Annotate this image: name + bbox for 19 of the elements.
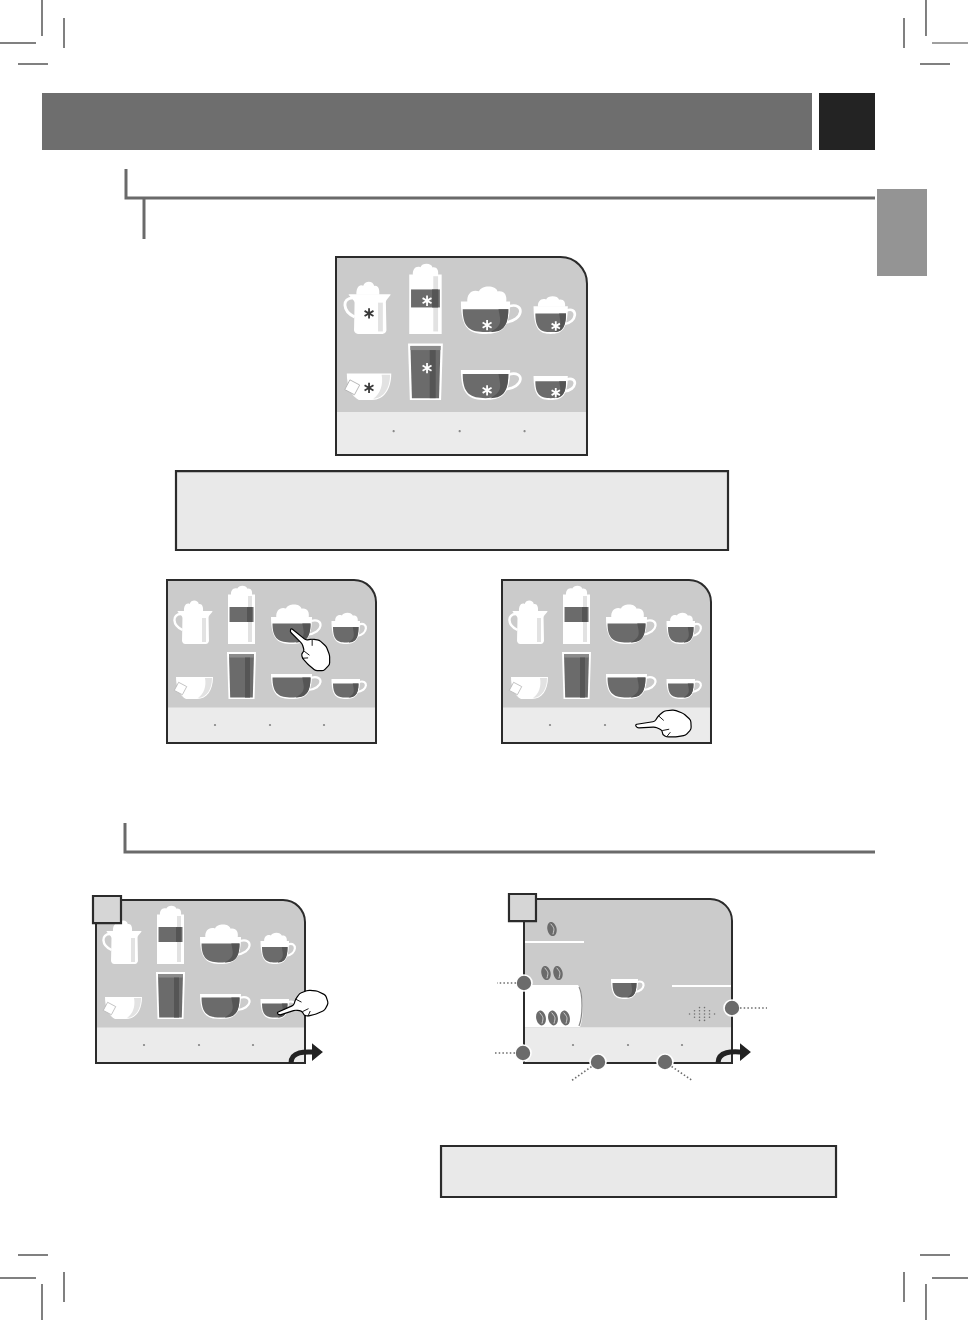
header-tab — [819, 93, 875, 151]
header-bar — [42, 93, 812, 151]
leader-line — [670, 1065, 694, 1082]
side-tab — [877, 189, 927, 276]
leader-line — [570, 1065, 593, 1082]
leader-line — [496, 982, 517, 984]
callout-dot — [723, 999, 741, 1017]
callout-dot — [589, 1053, 607, 1071]
callout-dot — [656, 1053, 674, 1071]
callout-dot — [515, 974, 533, 992]
note-box — [439, 1144, 838, 1199]
note-box — [174, 469, 730, 552]
step-number-box — [91, 894, 123, 925]
curved-arrow — [715, 1043, 751, 1064]
step-number-box — [507, 892, 538, 923]
curved-arrow — [288, 1043, 323, 1064]
leader-line — [739, 1007, 768, 1009]
callout-dot — [514, 1044, 532, 1062]
leader-line — [493, 1052, 516, 1054]
